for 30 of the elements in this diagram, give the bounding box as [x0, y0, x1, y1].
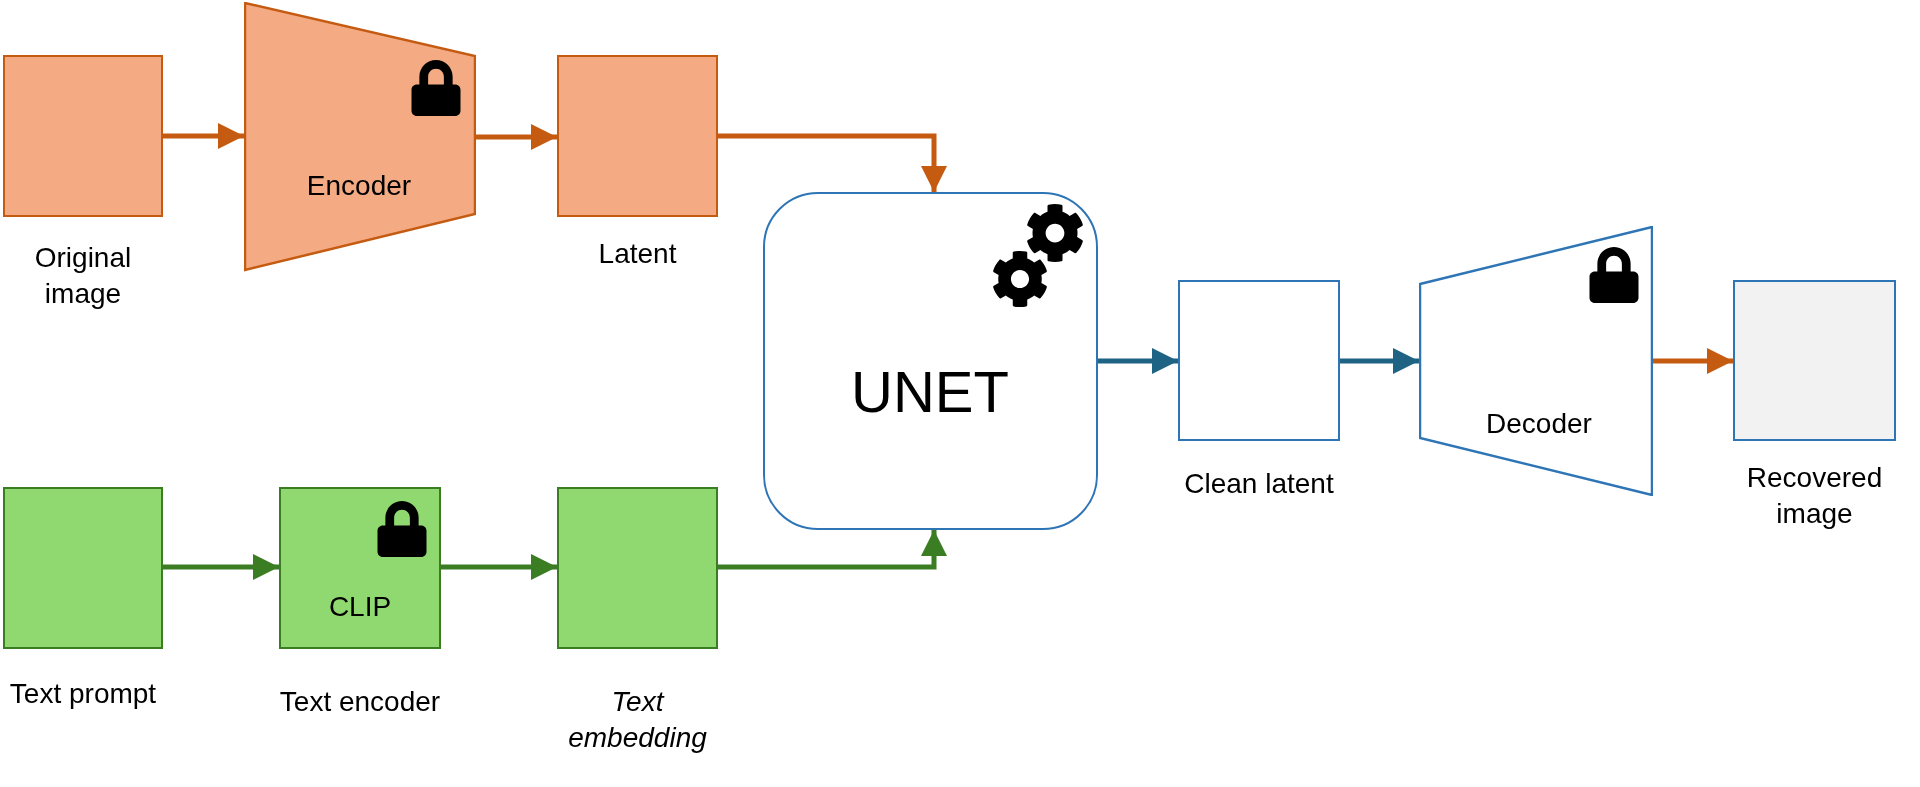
arrow	[441, 554, 557, 580]
caption-text: Text embedding	[567, 685, 708, 755]
caption-text: Recovered image	[1745, 461, 1884, 531]
arrow	[1340, 348, 1419, 374]
arrow	[1653, 348, 1733, 374]
rounded-box	[763, 192, 1098, 530]
caption-text: Clean latent	[1183, 467, 1335, 501]
process-box	[279, 487, 441, 649]
image-box	[1178, 280, 1340, 441]
node-label: Decoder	[1486, 410, 1592, 438]
image-box	[557, 55, 718, 217]
arrow	[163, 123, 244, 149]
arrow	[718, 133, 947, 192]
image-box	[3, 487, 163, 649]
node-label: CLIP	[328, 593, 392, 621]
node-label: Encoder	[306, 172, 412, 200]
arrow	[1098, 348, 1178, 374]
caption-text: Original image	[33, 241, 133, 311]
arrow	[476, 124, 557, 150]
arrow	[718, 530, 947, 570]
caption-text: Latent	[597, 237, 678, 271]
image-box	[557, 487, 718, 649]
arrow	[163, 554, 279, 580]
node-label: UNET	[851, 363, 1009, 421]
trapezoid-block	[1419, 226, 1653, 496]
image-box	[3, 55, 163, 217]
caption-text: Text encoder	[278, 685, 442, 719]
trapezoid-block	[244, 2, 476, 272]
caption-text: Text prompt	[8, 677, 158, 711]
image-box	[1733, 280, 1896, 441]
